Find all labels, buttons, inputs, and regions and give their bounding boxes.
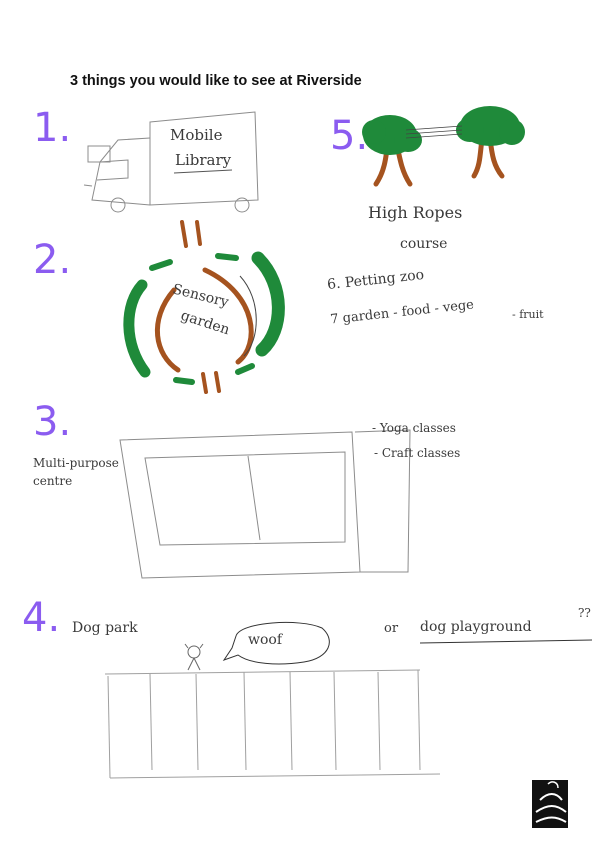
dog-park-fence-icon xyxy=(104,669,441,779)
multipurpose-label-line1: Multi-purpose xyxy=(33,456,119,470)
mobile-library-label-line2: Library xyxy=(175,151,232,169)
item-number-2: 2. xyxy=(33,237,72,283)
dog-park-label: Dog park xyxy=(72,620,138,636)
item-number-3: 3. xyxy=(33,399,72,445)
multipurpose-label-line2: centre xyxy=(33,474,73,488)
dog-figure-icon xyxy=(184,643,204,671)
multipurpose-centre-icon xyxy=(119,429,411,579)
speech-bubble-icon xyxy=(222,621,330,665)
yoga-classes-label: - Yoga classes xyxy=(372,421,456,435)
item-number-5: 5. xyxy=(330,113,369,159)
page-title: 3 things you would like to see at Rivers… xyxy=(70,73,362,89)
high-ropes-label-line2: course xyxy=(400,236,448,252)
sensory-garden-icon xyxy=(123,220,285,394)
mobile-library-label-line1: Mobile xyxy=(170,126,223,144)
item-number-1: 1. xyxy=(33,105,72,151)
riverside-logo-icon xyxy=(532,780,568,828)
item-number-4: 4. xyxy=(22,595,61,641)
high-ropes-trees-icon xyxy=(362,106,525,187)
dog-question-marks: ?? xyxy=(578,606,591,620)
garden-fruit-label: - fruit xyxy=(512,308,544,321)
dog-playground-label: dog playground xyxy=(420,619,532,635)
craft-classes-label: - Craft classes xyxy=(374,446,461,460)
or-label: or xyxy=(384,621,399,636)
mobile-library-van-icon xyxy=(83,111,259,213)
woof-label: woof xyxy=(248,632,283,648)
high-ropes-label-line1: High Ropes xyxy=(368,203,463,222)
